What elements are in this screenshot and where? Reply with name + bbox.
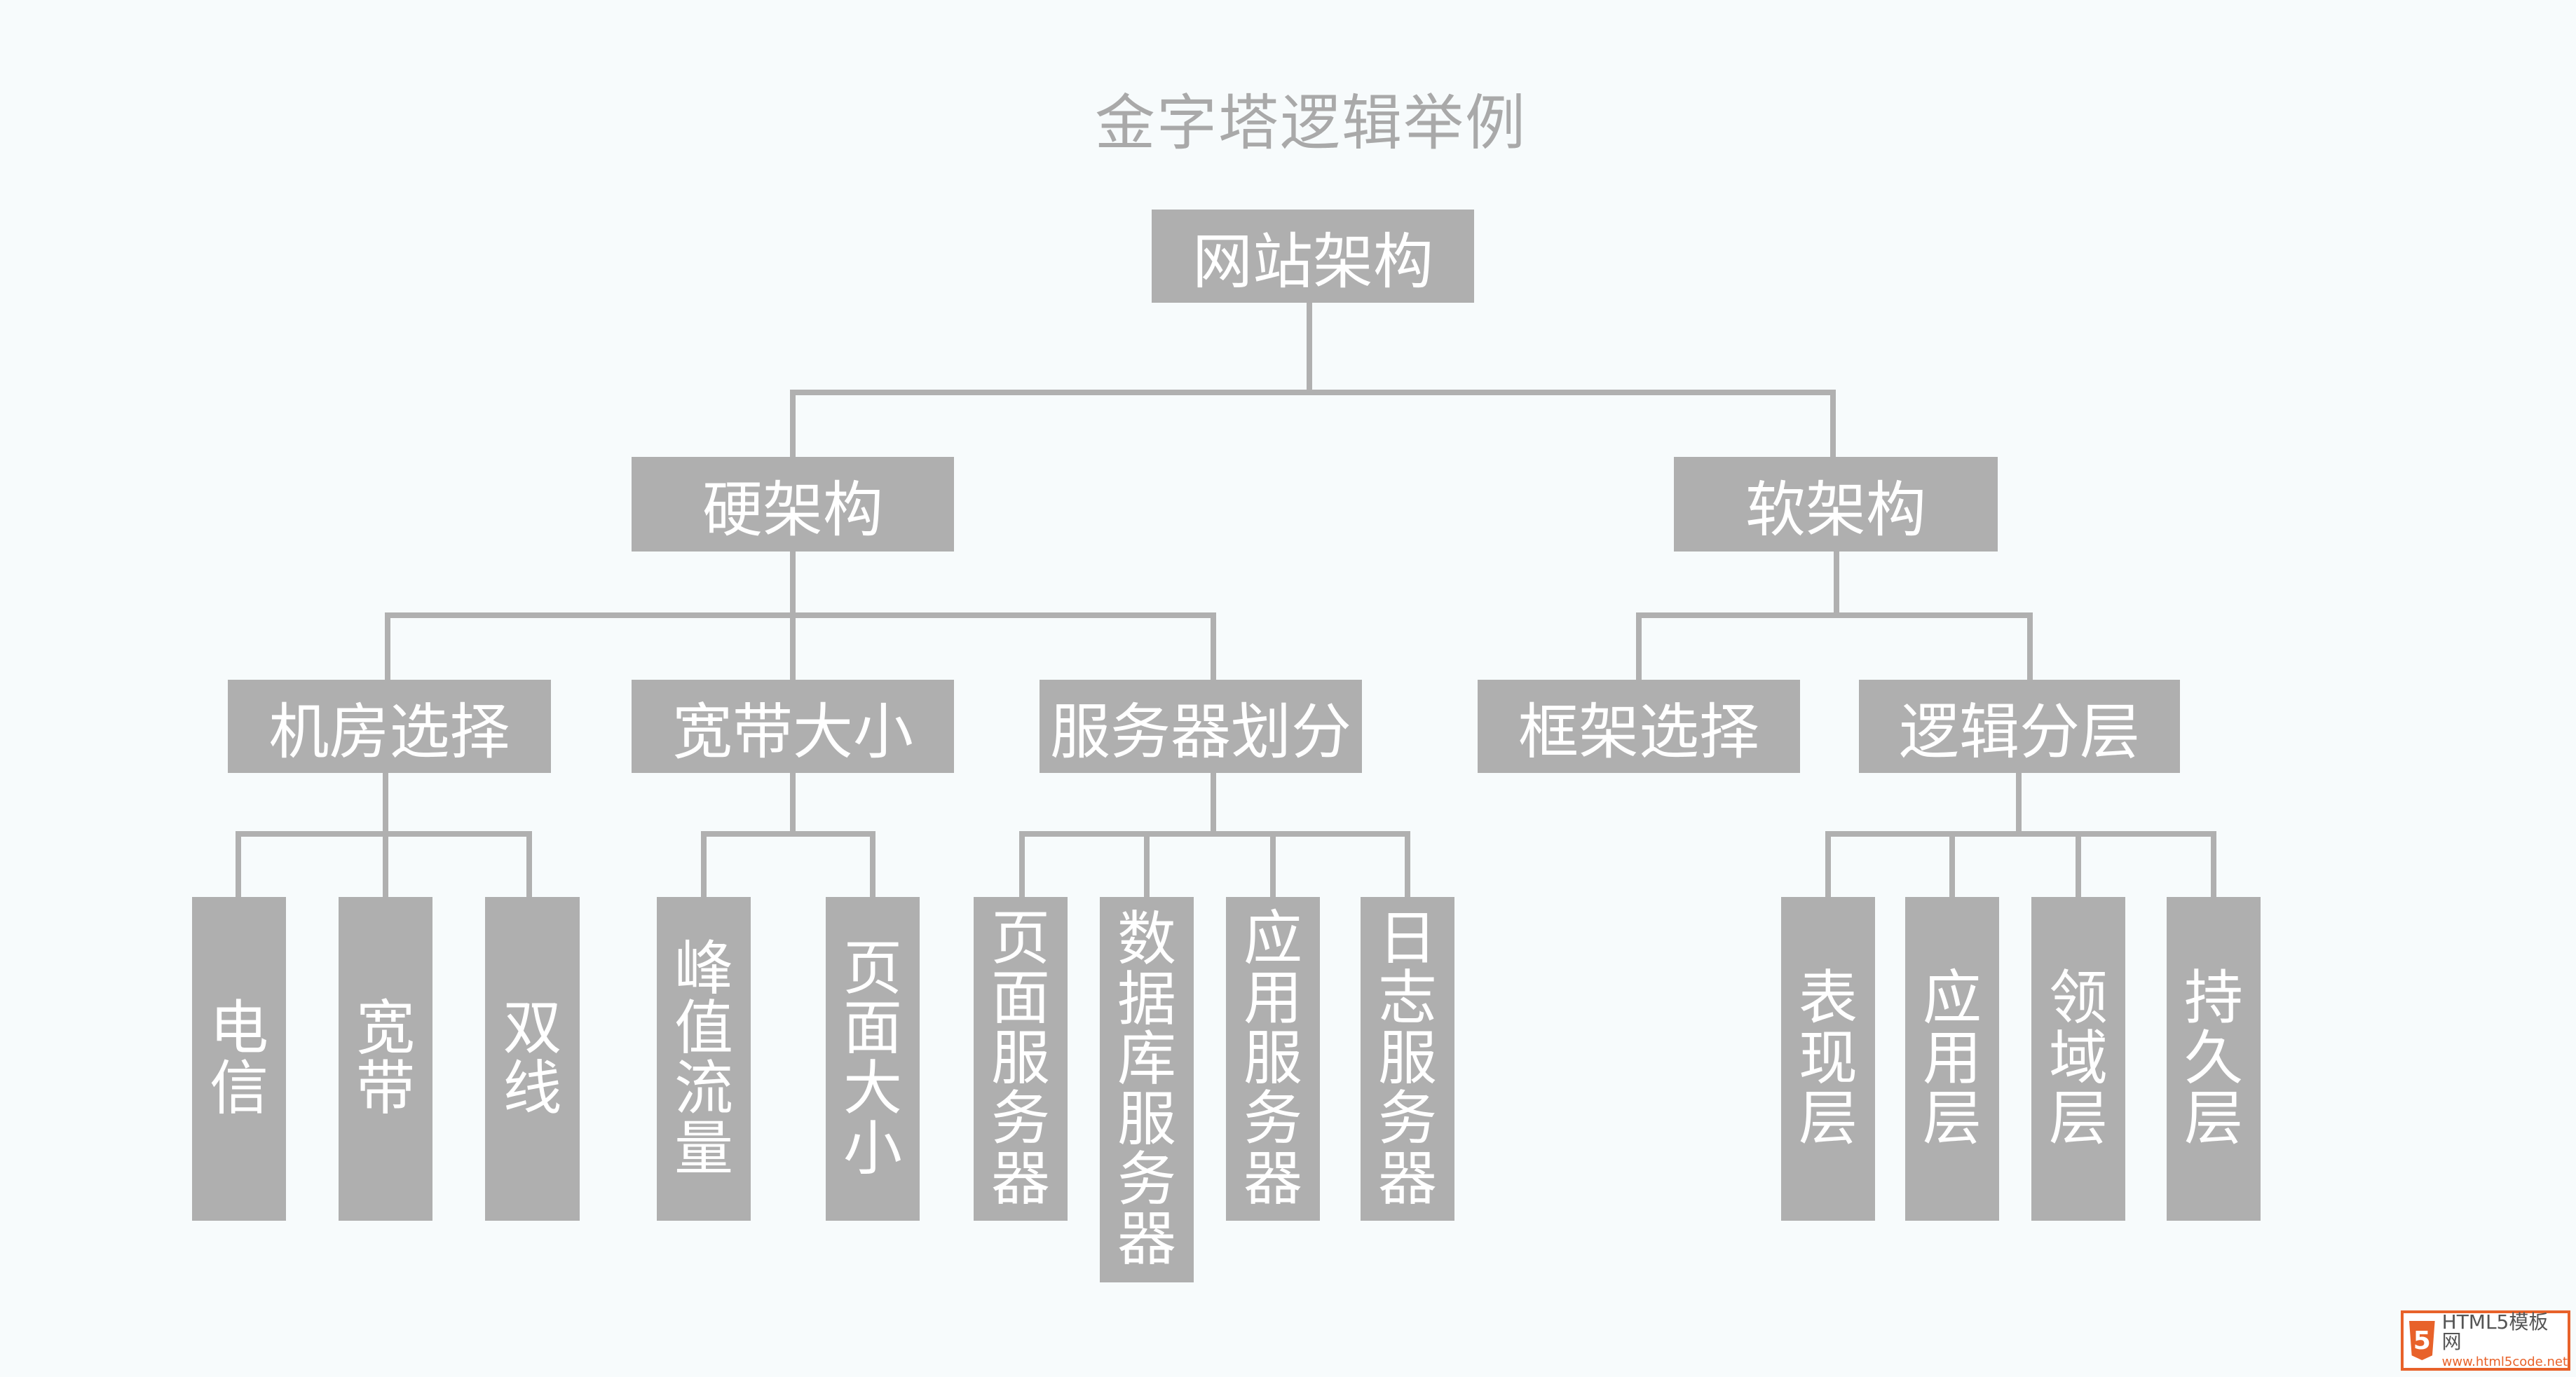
diagram-title: 金字塔逻辑举例 xyxy=(1095,88,1527,158)
watermark-text: HTML5模板网 xyxy=(2441,1310,2549,1353)
node-label: 硬架构 xyxy=(702,475,883,545)
leaf-broadband: 宽带 xyxy=(339,897,432,1221)
node-label: 宽带大小 xyxy=(672,697,913,767)
node-label: 软架构 xyxy=(1745,475,1926,545)
leaf-label: 持久层 xyxy=(2184,964,2244,1153)
leaf-label: 应用服务器 xyxy=(1243,903,1303,1213)
leaf-page-size: 页面大小 xyxy=(826,897,920,1221)
leaf-persistence-layer: 持久层 xyxy=(2167,897,2261,1221)
leaf-telecom: 电信 xyxy=(192,897,286,1221)
leaf-presentation-layer: 表现层 xyxy=(1781,897,1875,1221)
leaf-application-layer: 应用层 xyxy=(1905,897,1999,1221)
node-hard-architecture: 硬架构 xyxy=(632,457,954,552)
leaf-page-server: 页面服务器 xyxy=(974,897,1068,1221)
leaf-label: 应用层 xyxy=(1923,964,1982,1153)
node-label: 逻辑分层 xyxy=(1899,697,2140,767)
node-root: 网站架构 xyxy=(1152,210,1474,303)
leaf-dual-line: 双线 xyxy=(485,897,580,1221)
leaf-label: 数据库服务器 xyxy=(1117,904,1177,1274)
leaf-label: 表现层 xyxy=(1799,964,1858,1153)
html5-shield-icon: 5 xyxy=(2409,1321,2435,1360)
watermark-url: www.html5code.net xyxy=(2441,1355,2568,1369)
leaf-peak-traffic: 峰值流量 xyxy=(657,897,751,1221)
node-soft-architecture: 软架构 xyxy=(1674,457,1998,552)
node-framework-selection: 框架选择 xyxy=(1478,680,1800,773)
leaf-database-server: 数据库服务器 xyxy=(1100,897,1194,1282)
node-label: 网站架构 xyxy=(1192,227,1433,297)
leaf-log-server: 日志服务器 xyxy=(1361,897,1454,1221)
leaf-label: 峰值流量 xyxy=(674,933,734,1183)
leaf-label: 电信 xyxy=(210,994,269,1123)
leaf-application-server: 应用服务器 xyxy=(1226,897,1320,1221)
leaf-label: 页面大小 xyxy=(843,933,903,1183)
watermark-logo: 5 HTML5模板网 www.html5code.net xyxy=(2401,1310,2570,1371)
node-logical-layering: 逻辑分层 xyxy=(1859,680,2180,773)
node-bandwidth-size: 宽带大小 xyxy=(632,680,954,773)
leaf-label: 双线 xyxy=(503,994,562,1123)
node-datacenter-selection: 机房选择 xyxy=(228,680,551,773)
node-label: 框架选择 xyxy=(1518,697,1759,767)
leaf-label: 日志服务器 xyxy=(1378,903,1438,1213)
leaf-domain-layer: 领域层 xyxy=(2031,897,2125,1221)
node-label: 服务器划分 xyxy=(1050,697,1351,767)
node-server-partition: 服务器划分 xyxy=(1040,680,1362,773)
node-label: 机房选择 xyxy=(268,697,510,767)
leaf-label: 页面服务器 xyxy=(991,903,1051,1213)
leaf-label: 宽带 xyxy=(356,994,416,1123)
leaf-label: 领域层 xyxy=(2049,964,2108,1153)
